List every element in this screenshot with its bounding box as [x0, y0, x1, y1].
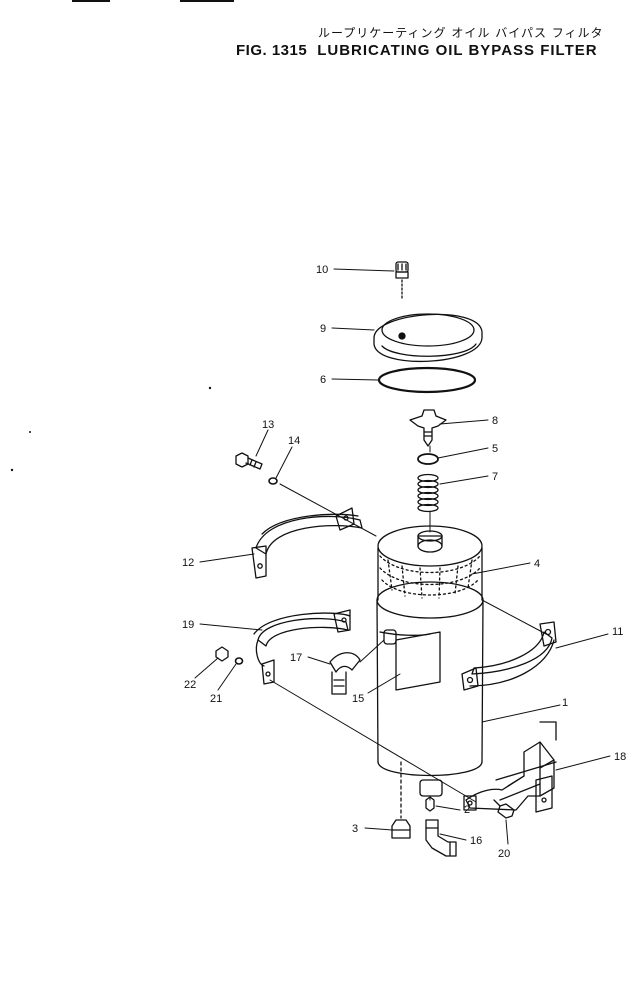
callout-14: 14	[288, 435, 300, 447]
clamp-bolt	[235, 452, 263, 470]
element-nut	[409, 409, 447, 447]
callout-16: 16	[470, 835, 482, 847]
nut-washer	[234, 657, 244, 665]
lower-clamp	[253, 609, 351, 685]
callout-12: 12	[182, 557, 194, 569]
callout-4: 4	[534, 558, 540, 570]
assembly-lines	[269, 445, 547, 803]
bracket-bolt	[493, 799, 515, 819]
right-clamp	[461, 621, 557, 691]
callout-15: 15	[352, 693, 364, 705]
elbow-fitting	[329, 629, 397, 695]
callout-19: 19	[182, 619, 194, 631]
callout-9: 9	[320, 323, 326, 335]
spring	[417, 473, 439, 513]
leader-lines	[194, 268, 611, 845]
callout-8: 8	[492, 415, 498, 427]
filter-cover	[373, 313, 483, 363]
elbow-connector	[425, 819, 457, 857]
breather-plug	[395, 261, 409, 301]
callout-labels: 10 9 6 8 5 7 13 14 12 4 11 19 17 22 21 1…	[182, 264, 626, 860]
callout-3: 3	[352, 823, 358, 835]
filter-body	[376, 581, 484, 797]
mounting-bracket	[463, 721, 557, 813]
stray-dots	[10, 386, 212, 472]
callout-18: 18	[614, 751, 626, 763]
callout-11: 11	[612, 626, 623, 638]
callout-10: 10	[316, 264, 328, 276]
japanese-title: ループリケーティング オイル バイパス フィルタ	[318, 26, 604, 40]
callout-6: 6	[320, 374, 326, 386]
filter-element	[377, 525, 483, 601]
callout-17: 17	[290, 652, 302, 664]
callout-2: 2	[464, 804, 470, 816]
figure-number: FIG. 1315	[236, 42, 308, 59]
callout-21: 21	[210, 693, 222, 705]
callout-13: 13	[262, 419, 274, 431]
callout-22: 22	[184, 679, 196, 691]
top-edge-mark	[180, 0, 234, 2]
callout-5: 5	[492, 443, 498, 455]
figure-heading: FIG. 1315 LUBRICATING OIL BYPASS FILTER	[236, 42, 598, 59]
straight-fitting	[391, 761, 411, 839]
nut-o-ring	[417, 453, 439, 465]
clamp-washer	[268, 477, 278, 485]
callout-1: 1	[562, 697, 568, 709]
clamp-nut	[215, 646, 229, 662]
figure-title: LUBRICATING OIL BYPASS FILTER	[317, 42, 598, 59]
name-plate	[395, 631, 441, 691]
top-edge-mark	[72, 0, 110, 2]
cover-o-ring	[377, 366, 477, 394]
upper-clamp	[251, 507, 363, 579]
callout-20: 20	[498, 848, 510, 860]
callout-7: 7	[492, 471, 498, 483]
